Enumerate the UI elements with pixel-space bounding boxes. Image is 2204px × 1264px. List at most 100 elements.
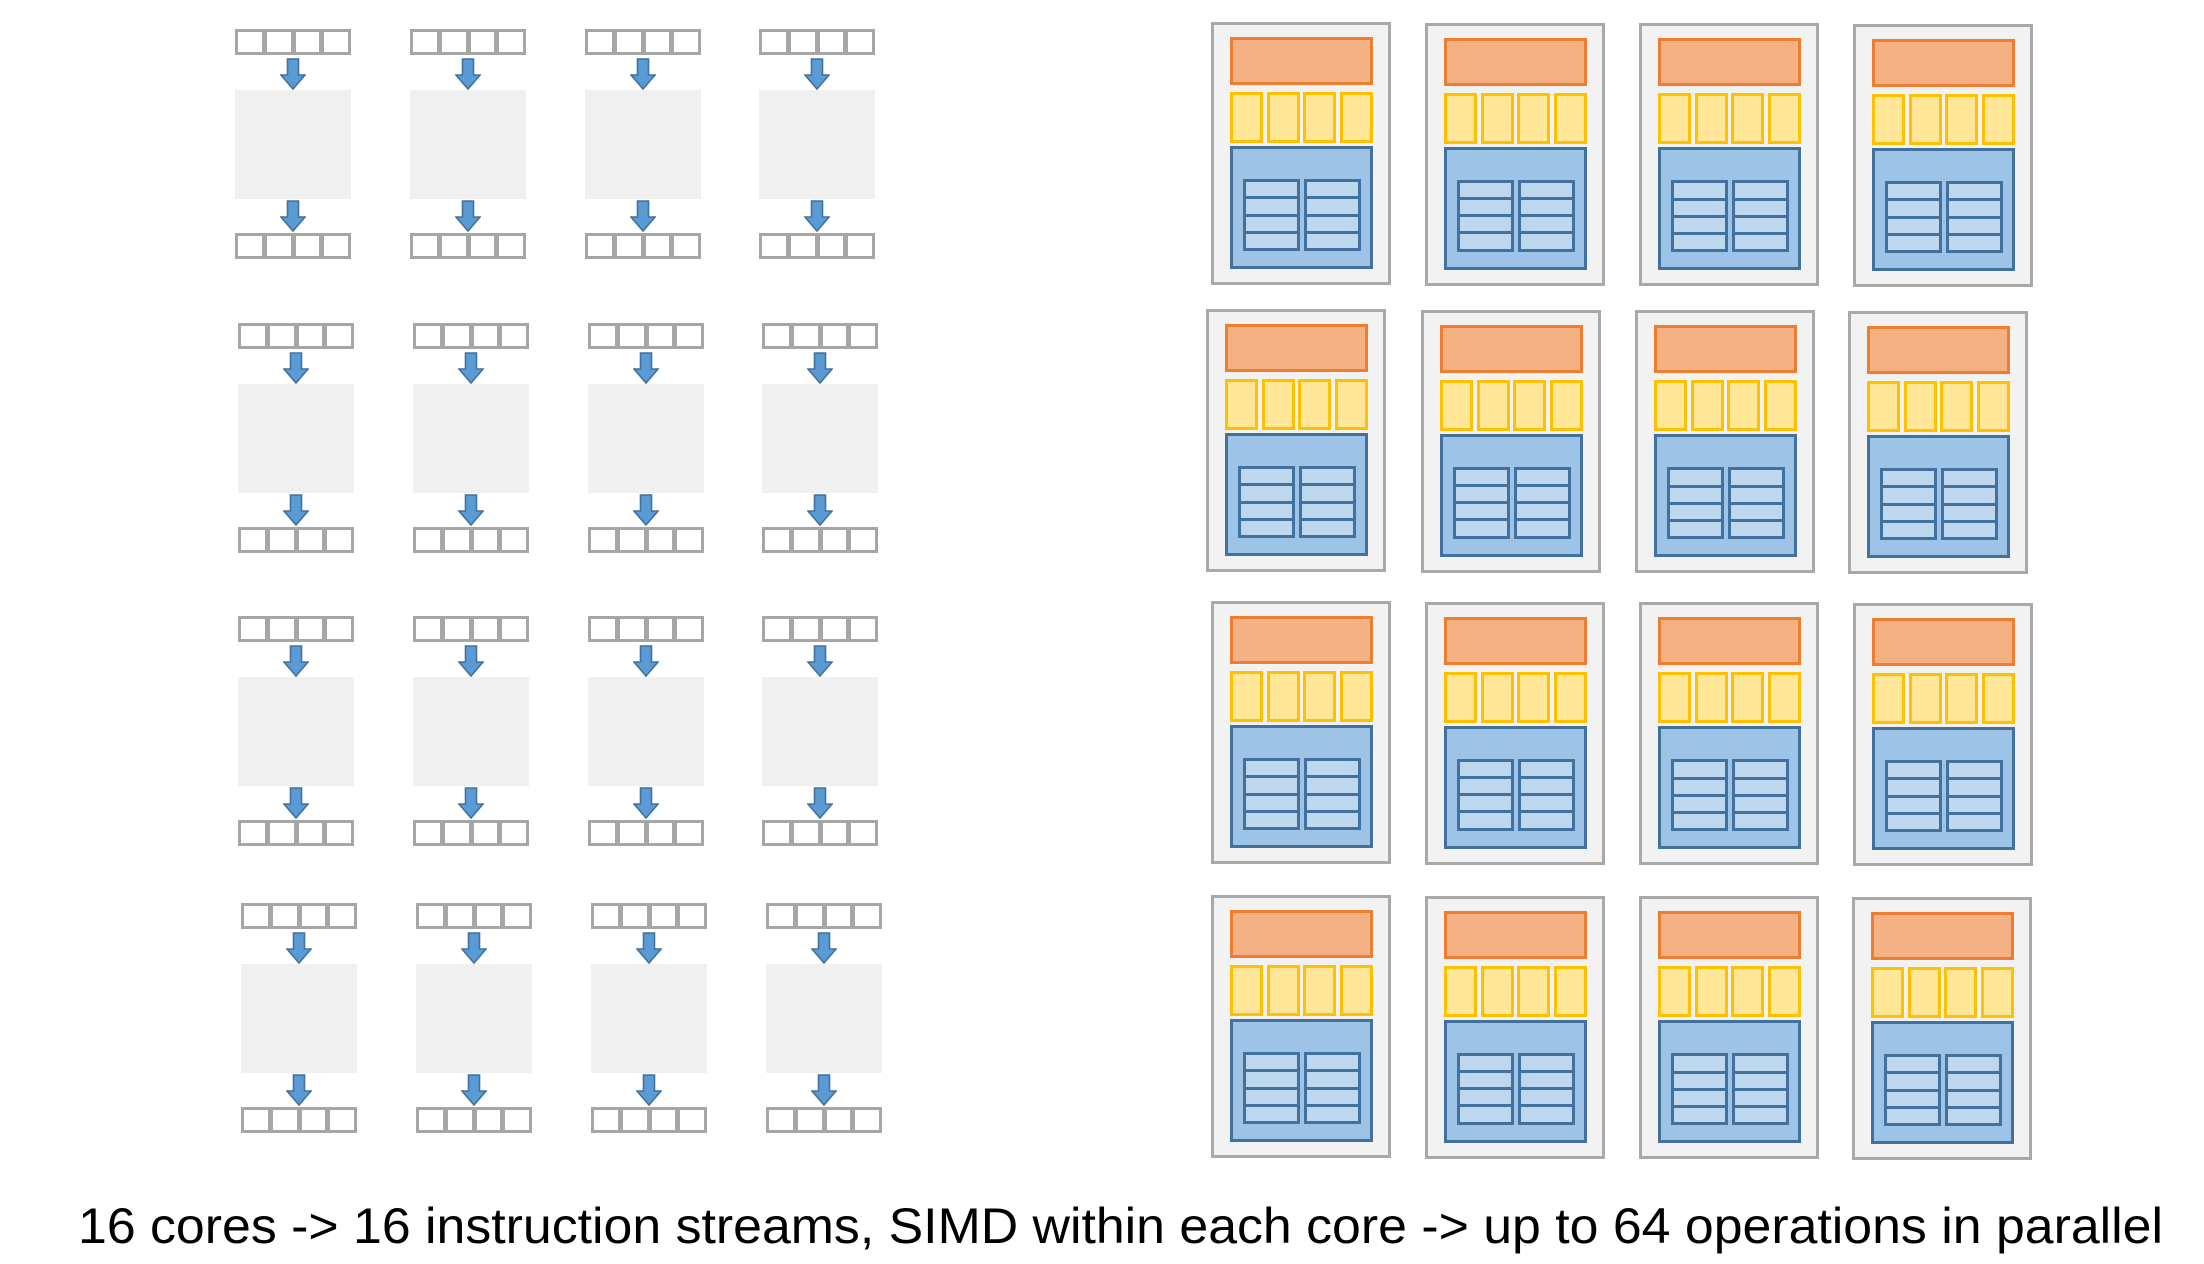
context-cell (1885, 232, 1942, 254)
fetch-decode-block (1654, 325, 1797, 374)
down-arrow-icon (811, 1074, 837, 1106)
fetch-decode-block (1230, 37, 1373, 85)
core-box (413, 384, 529, 493)
down-arrow-icon (286, 932, 312, 964)
context-column (1238, 466, 1295, 538)
input-lanes (591, 903, 707, 929)
fetch-decode-block (1444, 37, 1587, 86)
input-lane (616, 616, 647, 642)
context-grid (1457, 1052, 1575, 1125)
alu (1517, 965, 1551, 1017)
alu (1654, 380, 1687, 432)
alu (1266, 965, 1300, 1016)
execution-context (1872, 148, 2015, 272)
alu (1553, 671, 1587, 723)
core-box (762, 384, 878, 493)
down-arrow-icon (283, 494, 309, 526)
input-lane (816, 29, 847, 55)
input-lanes (762, 616, 878, 642)
alu (1513, 379, 1547, 431)
input-lane (677, 903, 707, 929)
alu (1872, 94, 1905, 146)
context-column (1514, 466, 1571, 539)
alu (1980, 967, 2014, 1019)
input-lane (766, 903, 796, 929)
context-grid (1243, 758, 1361, 830)
input-lane (327, 903, 357, 929)
context-column (1884, 1054, 1941, 1127)
context-grid (1243, 179, 1361, 251)
input-lane (613, 29, 644, 55)
output-lane (819, 820, 850, 846)
execution-context (1872, 727, 2015, 851)
core-box (235, 90, 351, 199)
alu (1480, 965, 1514, 1017)
alu-row (1225, 379, 1368, 430)
context-column (1880, 468, 1937, 541)
input-lane (787, 29, 818, 55)
alu (1976, 381, 2010, 433)
output-lane (324, 527, 354, 553)
context-cell (1299, 517, 1356, 538)
down-arrow-icon (461, 932, 487, 964)
context-cell (1304, 809, 1361, 830)
output-lane (295, 820, 326, 846)
context-cell (1667, 519, 1724, 540)
alu (1225, 379, 1258, 430)
context-cell (1880, 519, 1937, 541)
execution-context (1658, 726, 1801, 850)
output-lane (416, 1107, 446, 1133)
alu-row (1872, 94, 2015, 146)
input-lane (762, 323, 792, 349)
output-lanes (588, 527, 704, 553)
output-lane (269, 1107, 300, 1133)
output-lanes (410, 233, 526, 259)
alu (1440, 379, 1473, 431)
alu (1908, 94, 1942, 146)
output-lane (616, 527, 647, 553)
execution-context (1440, 433, 1583, 557)
input-lane (845, 29, 875, 55)
alu (1230, 671, 1263, 722)
alu (1694, 672, 1728, 724)
context-column (1885, 760, 1942, 833)
output-lanes (591, 1107, 707, 1133)
input-lane (674, 323, 704, 349)
fetch-decode-block (1658, 38, 1801, 87)
down-arrow-icon (630, 58, 656, 90)
down-arrow-icon (633, 645, 659, 677)
input-lane (585, 29, 615, 55)
context-column (1457, 758, 1514, 831)
context-column (1728, 467, 1785, 540)
execution-context (1444, 1019, 1587, 1143)
context-column (1518, 1052, 1575, 1125)
input-lane (410, 29, 440, 55)
input-lane (241, 903, 271, 929)
output-lane (413, 527, 443, 553)
input-lane (794, 903, 825, 929)
context-cell (1304, 230, 1361, 251)
execution-context (1654, 434, 1797, 558)
context-cell (1885, 811, 1942, 833)
context-grid (1884, 1054, 2002, 1127)
down-arrow-icon (807, 787, 833, 819)
output-lane (473, 1107, 504, 1133)
down-arrow-icon (458, 494, 484, 526)
alu (1944, 967, 1978, 1019)
context-column (1304, 1052, 1361, 1124)
input-lane (790, 616, 821, 642)
output-lanes (588, 820, 704, 846)
alu (1553, 965, 1587, 1017)
input-lane (321, 29, 351, 55)
alu (1476, 379, 1510, 431)
down-arrow-icon (804, 58, 830, 90)
input-lane (298, 903, 329, 929)
alu (1731, 966, 1765, 1018)
input-lane (238, 616, 268, 642)
output-lanes (413, 527, 529, 553)
alu (1727, 380, 1761, 432)
execution-context (1230, 146, 1373, 269)
output-lane (616, 820, 647, 846)
alu (1553, 92, 1587, 144)
output-lane (790, 527, 821, 553)
